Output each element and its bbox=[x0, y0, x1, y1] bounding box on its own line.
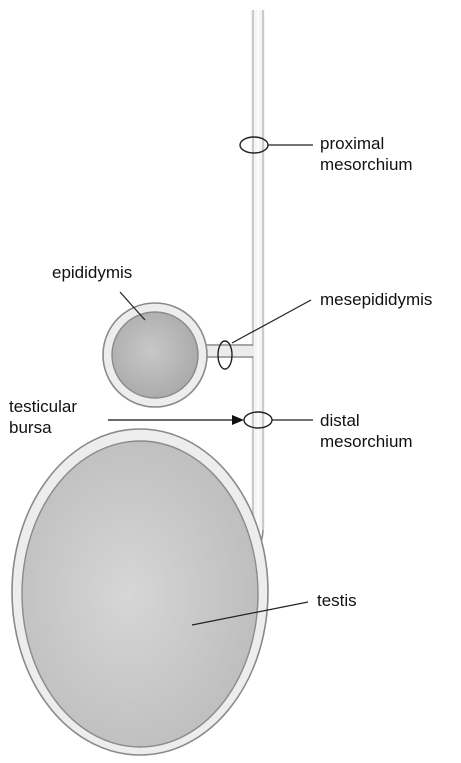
mesepididymis-leader bbox=[232, 300, 311, 343]
mesorchium-stalk bbox=[238, 10, 263, 565]
mesepididymis-label: mesepididymis bbox=[320, 289, 432, 310]
epididymis-shape bbox=[103, 303, 207, 407]
distal-mesorchium-marker bbox=[244, 412, 272, 428]
testicular-bursa-arrow bbox=[108, 415, 244, 425]
testis-shape bbox=[12, 429, 268, 755]
proximal-mesorchium-label: proximal mesorchium bbox=[320, 133, 413, 175]
testis-label: testis bbox=[317, 590, 357, 611]
mesepididymis-fold bbox=[205, 345, 254, 357]
distal-mesorchium-label: distal mesorchium bbox=[320, 410, 413, 452]
epididymis-label: epididymis bbox=[52, 262, 132, 283]
testicular-bursa-label: testicular bursa bbox=[9, 396, 77, 438]
